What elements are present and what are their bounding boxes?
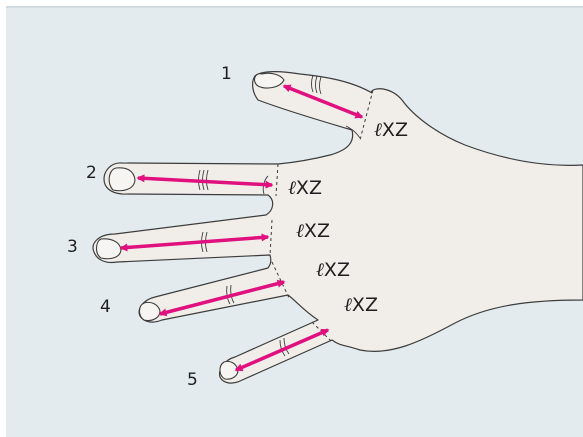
- length-label-1: ℓXZ: [374, 119, 408, 141]
- finger-number-1: 1: [221, 64, 232, 84]
- finger-number-4: 4: [100, 297, 111, 317]
- finger-number-3: 3: [67, 237, 78, 257]
- hand-outline: [93, 72, 583, 383]
- finger-number-5: 5: [187, 370, 198, 390]
- finger-number-2: 2: [86, 163, 97, 183]
- length-label-5: ℓXZ: [344, 294, 378, 316]
- length-label-3: ℓXZ: [296, 220, 330, 242]
- length-label-4: ℓXZ: [316, 259, 350, 281]
- length-label-2: ℓXZ: [288, 177, 322, 199]
